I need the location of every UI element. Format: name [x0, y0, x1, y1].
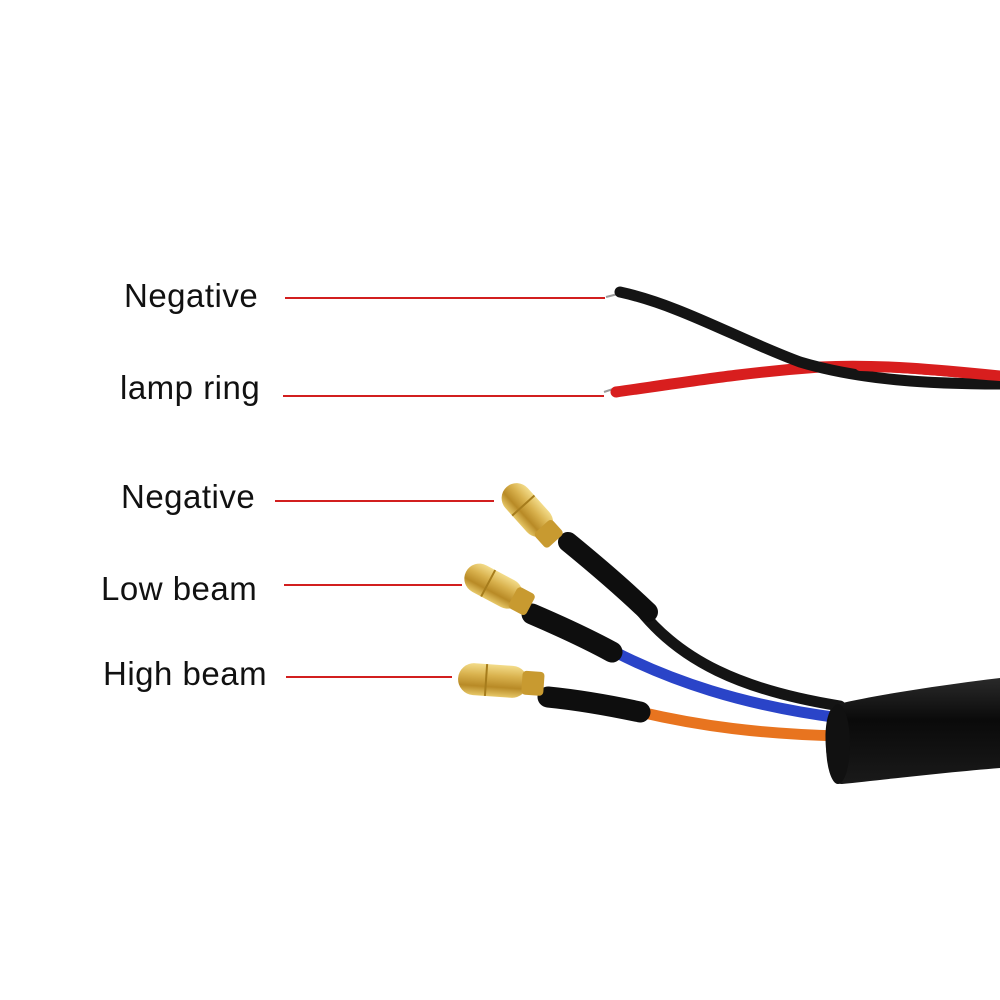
label-negative-bottom: Negative — [121, 478, 256, 515]
cable-sheath — [825, 678, 1000, 785]
bullet-connector-low-beam — [464, 563, 535, 616]
wire-orange — [634, 706, 846, 742]
bullet-connector-high-beam — [458, 663, 545, 698]
wire-black-upper — [614, 286, 1000, 390]
bullet-connector-negative — [501, 483, 563, 548]
wire-red-overlap — [855, 361, 1000, 381]
wire-blue — [609, 646, 846, 724]
wire-black-lower — [634, 604, 846, 712]
label-negative-top: Negative — [124, 277, 259, 314]
label-high-beam: High beam — [103, 655, 268, 692]
label-low-beam: Low beam — [101, 570, 258, 607]
label-lamp-ring: lamp ring — [120, 369, 261, 406]
cable-sheath-end — [826, 704, 850, 784]
heat-shrink-high-beam — [537, 686, 651, 723]
heat-shrink-negative — [558, 532, 658, 622]
heat-shrink-low-beam — [521, 603, 623, 663]
